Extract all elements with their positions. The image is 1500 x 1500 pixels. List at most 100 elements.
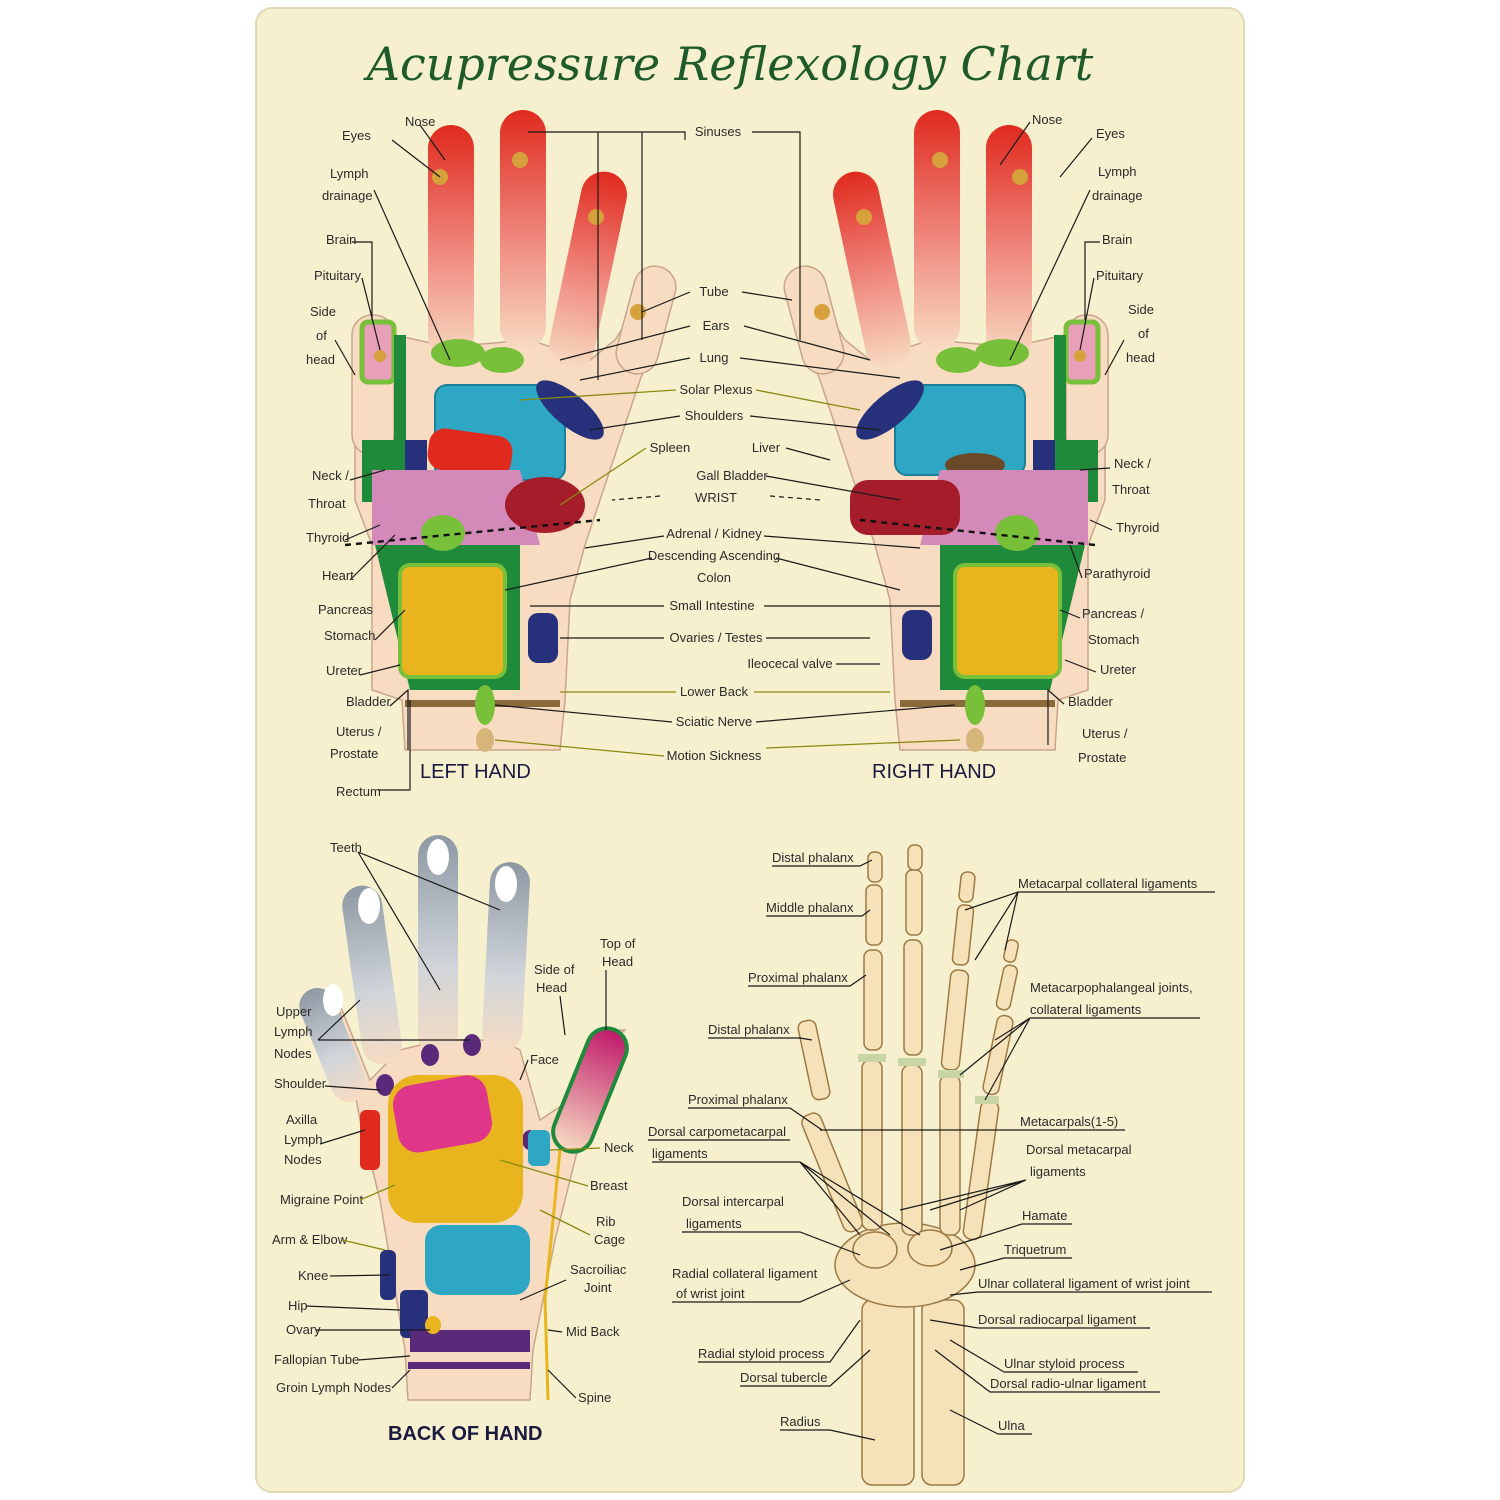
right-zone-thyroid-pink — [920, 470, 1088, 545]
right-label-drainage: drainage — [1092, 188, 1143, 203]
bone-thumb-prox — [797, 1019, 831, 1101]
back-thumb — [551, 1026, 629, 1154]
right-finger-middle — [914, 110, 960, 350]
right-finger-index — [986, 125, 1032, 360]
right-dot-sinus-3 — [856, 209, 872, 225]
back-zone-hip-navy — [400, 1290, 428, 1338]
right-label-pancreas: Pancreas / — [1082, 606, 1145, 621]
bone-middle-mid — [905, 869, 923, 936]
back-label-hip: Hip — [288, 1298, 308, 1313]
skel-label-of-wrist-joint: of wrist joint — [676, 1286, 745, 1301]
skel-label-ligaments-2: ligaments — [686, 1216, 742, 1231]
right-hand-figure — [783, 110, 1109, 752]
left-zone-ear-green-1 — [431, 339, 485, 367]
skel-label-dorsal-intercarpal: Dorsal intercarpal — [682, 1194, 784, 1209]
back-label-groin: Groin Lymph Nodes — [276, 1380, 392, 1395]
back-finger-ring — [342, 885, 402, 1065]
skel-label-middle-phalanx: Middle phalanx — [766, 900, 854, 915]
back-nail-4 — [495, 866, 517, 902]
right-label-side: Side — [1128, 302, 1154, 317]
bone-radius — [861, 1299, 915, 1486]
back-zone-red-strip — [360, 1110, 380, 1170]
bone-index-prox — [863, 949, 883, 1051]
back-label-side-of: Side of — [534, 962, 575, 977]
skel-label-proximal-phalanx-1: Proximal phalanx — [748, 970, 848, 985]
left-finger-little — [615, 265, 677, 375]
skel-label-dorsal-metacarpal: Dorsal metacarpal — [1026, 1142, 1132, 1157]
back-label-face: Face — [530, 1052, 559, 1067]
right-dot-sinus-2 — [932, 152, 948, 168]
back-label-neck: Neck — [604, 1140, 634, 1155]
center-label-sciatic: Sciatic Nerve — [676, 714, 753, 729]
back-zone-magenta — [392, 1075, 493, 1153]
left-zone-shoulder-navy — [536, 380, 604, 440]
left-label-drainage: drainage — [322, 188, 373, 203]
left-zone-ear-green-2 — [480, 347, 524, 373]
left-zone-sciatic-green — [475, 685, 495, 725]
bone-little-mid — [995, 964, 1019, 1011]
left-hand-heading: LEFT HAND — [420, 761, 531, 783]
back-spine-line — [543, 1149, 562, 1401]
center-label-ovaries-testes: Ovaries / Testes — [670, 630, 763, 645]
back-label-nodes2: Nodes — [284, 1152, 322, 1167]
right-zone-ileocecal-navy — [902, 610, 932, 660]
skel-label-hamate: Hamate — [1022, 1208, 1068, 1223]
center-label-colon: Colon — [697, 570, 731, 585]
right-dot-sinus-1 — [1012, 169, 1028, 185]
back-label-fallopian: Fallopian Tube — [274, 1352, 359, 1367]
back-hand-leaders — [305, 851, 607, 1399]
back-hand-heading: BACK OF HAND — [388, 1423, 542, 1445]
left-label-nose: Nose — [405, 114, 435, 129]
left-label-stomach: Stomach — [324, 628, 375, 643]
joint-band-1 — [858, 1054, 886, 1062]
center-label-tube: Tube — [699, 284, 728, 299]
skel-label-radius: Radius — [780, 1414, 821, 1429]
back-label-upper: Upper — [276, 1004, 312, 1019]
bone-middle-meta — [901, 1064, 923, 1236]
right-label-pituitary: Pituitary — [1096, 268, 1143, 283]
joint-band-3 — [938, 1070, 964, 1078]
skel-label-ligaments-3: ligaments — [1030, 1164, 1086, 1179]
left-finger-index — [428, 125, 474, 360]
left-finger-ring — [548, 171, 628, 369]
right-zone-sciatic-green — [965, 685, 985, 725]
skel-label-ulnar-styloid: Ulnar styloid process — [1004, 1356, 1125, 1371]
right-zone-thumb-stripe — [1054, 335, 1066, 445]
right-zone-stomach-yellow — [953, 563, 1062, 679]
right-hand-heading: RIGHT HAND — [872, 761, 996, 783]
left-dot-sinus-3 — [588, 209, 604, 225]
skeleton-leaders — [648, 859, 1215, 1441]
left-zone-motion-tan — [476, 728, 494, 752]
left-label-pancreas: Pancreas — [318, 602, 373, 617]
left-label-neck: Neck / — [312, 468, 349, 483]
center-labels: Sinuses Tube Ears Lung Solar Plexus Shou… — [648, 124, 833, 763]
right-label-parathyroid: Parathyroid — [1084, 566, 1150, 581]
skel-label-radial-collateral: Radial collateral ligament — [672, 1266, 818, 1281]
left-zone-heart-red — [427, 428, 513, 478]
center-label-ears: Ears — [703, 318, 730, 333]
back-nail-1 — [323, 984, 343, 1016]
left-label-side: Side — [310, 304, 336, 319]
right-label-thyroid: Thyroid — [1116, 520, 1159, 535]
left-label-uterus: Uterus / — [336, 724, 382, 739]
back-knuckle-2 — [421, 1044, 439, 1066]
back-knuckle-3 — [463, 1034, 481, 1056]
right-label-head: head — [1126, 350, 1155, 365]
center-label-liver: Liver — [752, 440, 781, 455]
poster-title: Acupressure Reflexology Chart — [363, 37, 1094, 91]
left-label-lymph: Lymph — [330, 166, 369, 181]
center-label-small-intestine: Small Intestine — [669, 598, 754, 613]
back-zone-neck-teal — [528, 1130, 550, 1166]
bone-middle-dist — [907, 844, 923, 871]
back-label-cage: Cage — [594, 1232, 625, 1247]
bone-ring-meta — [939, 1074, 961, 1236]
bone-carpal-3 — [907, 1229, 953, 1267]
left-label-bladder: Bladder — [346, 694, 391, 709]
right-label-stomach: Stomach — [1088, 632, 1139, 647]
skel-label-metacarpal-collateral: Metacarpal collateral ligaments — [1018, 876, 1198, 891]
back-hand-figure — [299, 835, 629, 1401]
left-label-heart: Heart — [322, 568, 354, 583]
back-zone-purple-band-2 — [408, 1362, 530, 1369]
back-label-top-of: Top of — [600, 936, 636, 951]
